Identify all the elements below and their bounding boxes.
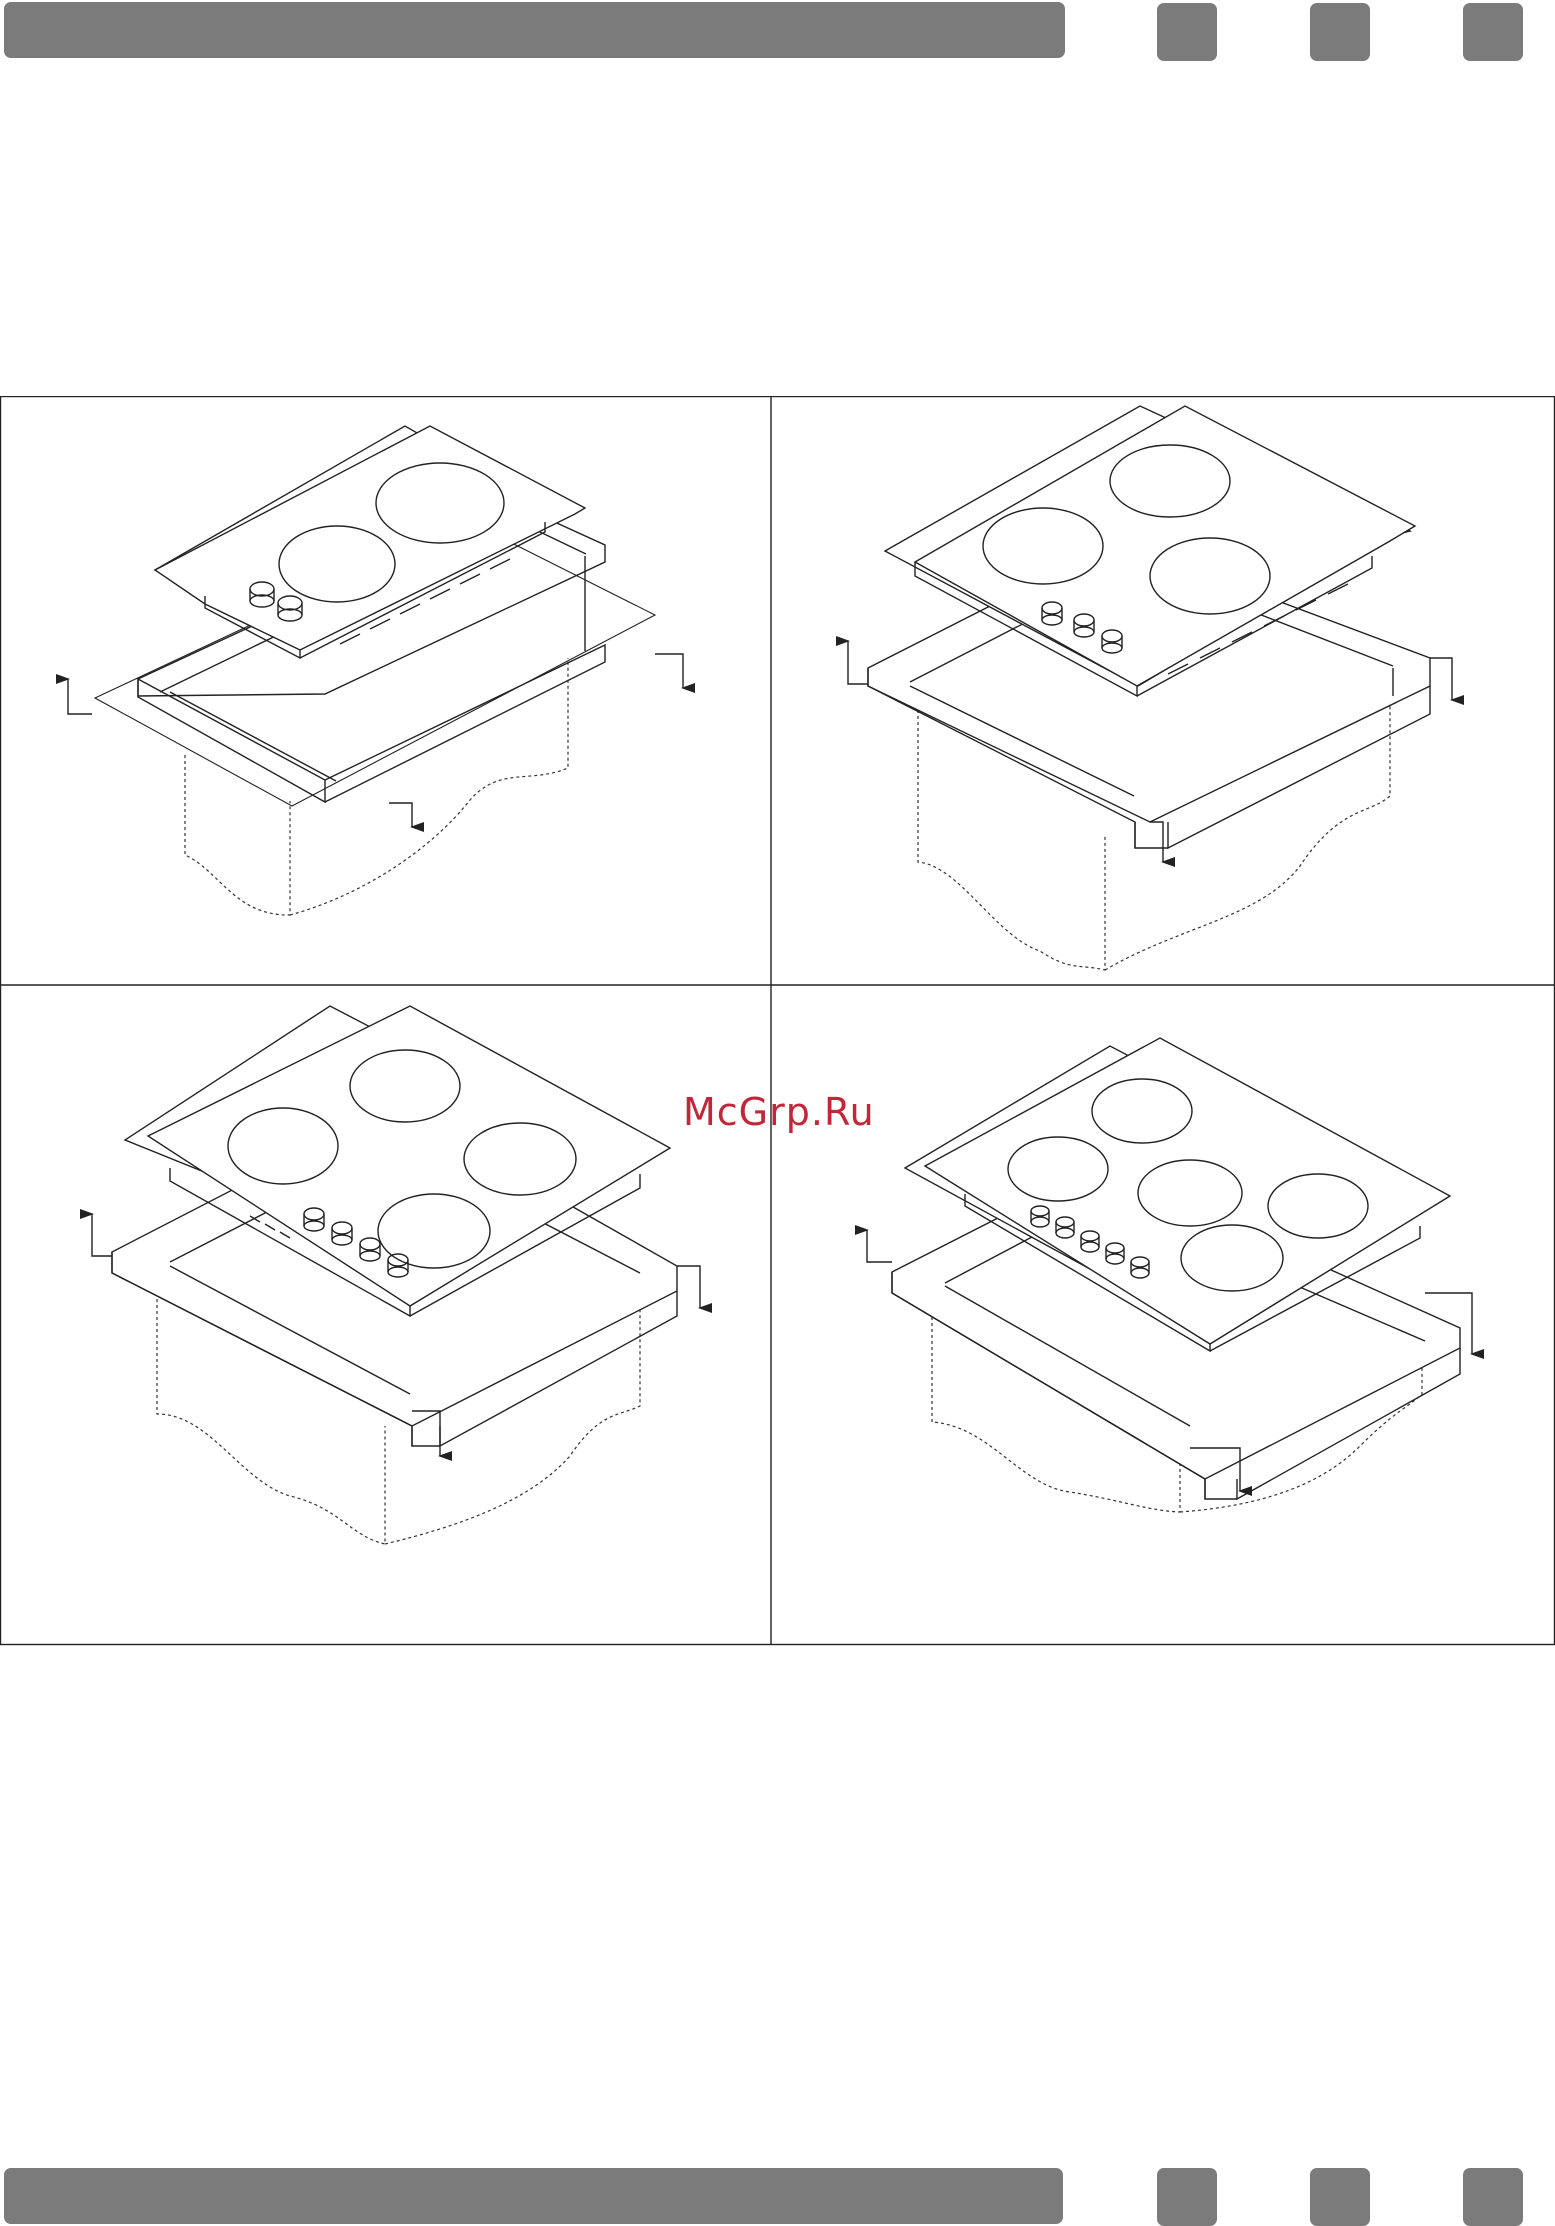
footer-square-1 — [1157, 2168, 1217, 2226]
footer-bar — [4, 2168, 1063, 2224]
figure-hob-2-burner — [68, 426, 683, 915]
footer-square-3 — [1463, 2168, 1523, 2226]
header-bar — [4, 2, 1065, 58]
header-square-1 — [1157, 3, 1217, 61]
footer-square-2 — [1310, 2168, 1370, 2226]
installation-diagram-grid — [0, 396, 1555, 1646]
figure-hob-4-burner — [92, 1006, 700, 1544]
header-square-3 — [1463, 3, 1523, 61]
figure-hob-3-burner — [848, 406, 1452, 970]
figure-hob-5-burner — [867, 1038, 1472, 1512]
header-square-2 — [1310, 3, 1370, 61]
watermark-text: McGrp.Ru — [683, 1090, 875, 1134]
installation-diagram — [0, 396, 1555, 1646]
